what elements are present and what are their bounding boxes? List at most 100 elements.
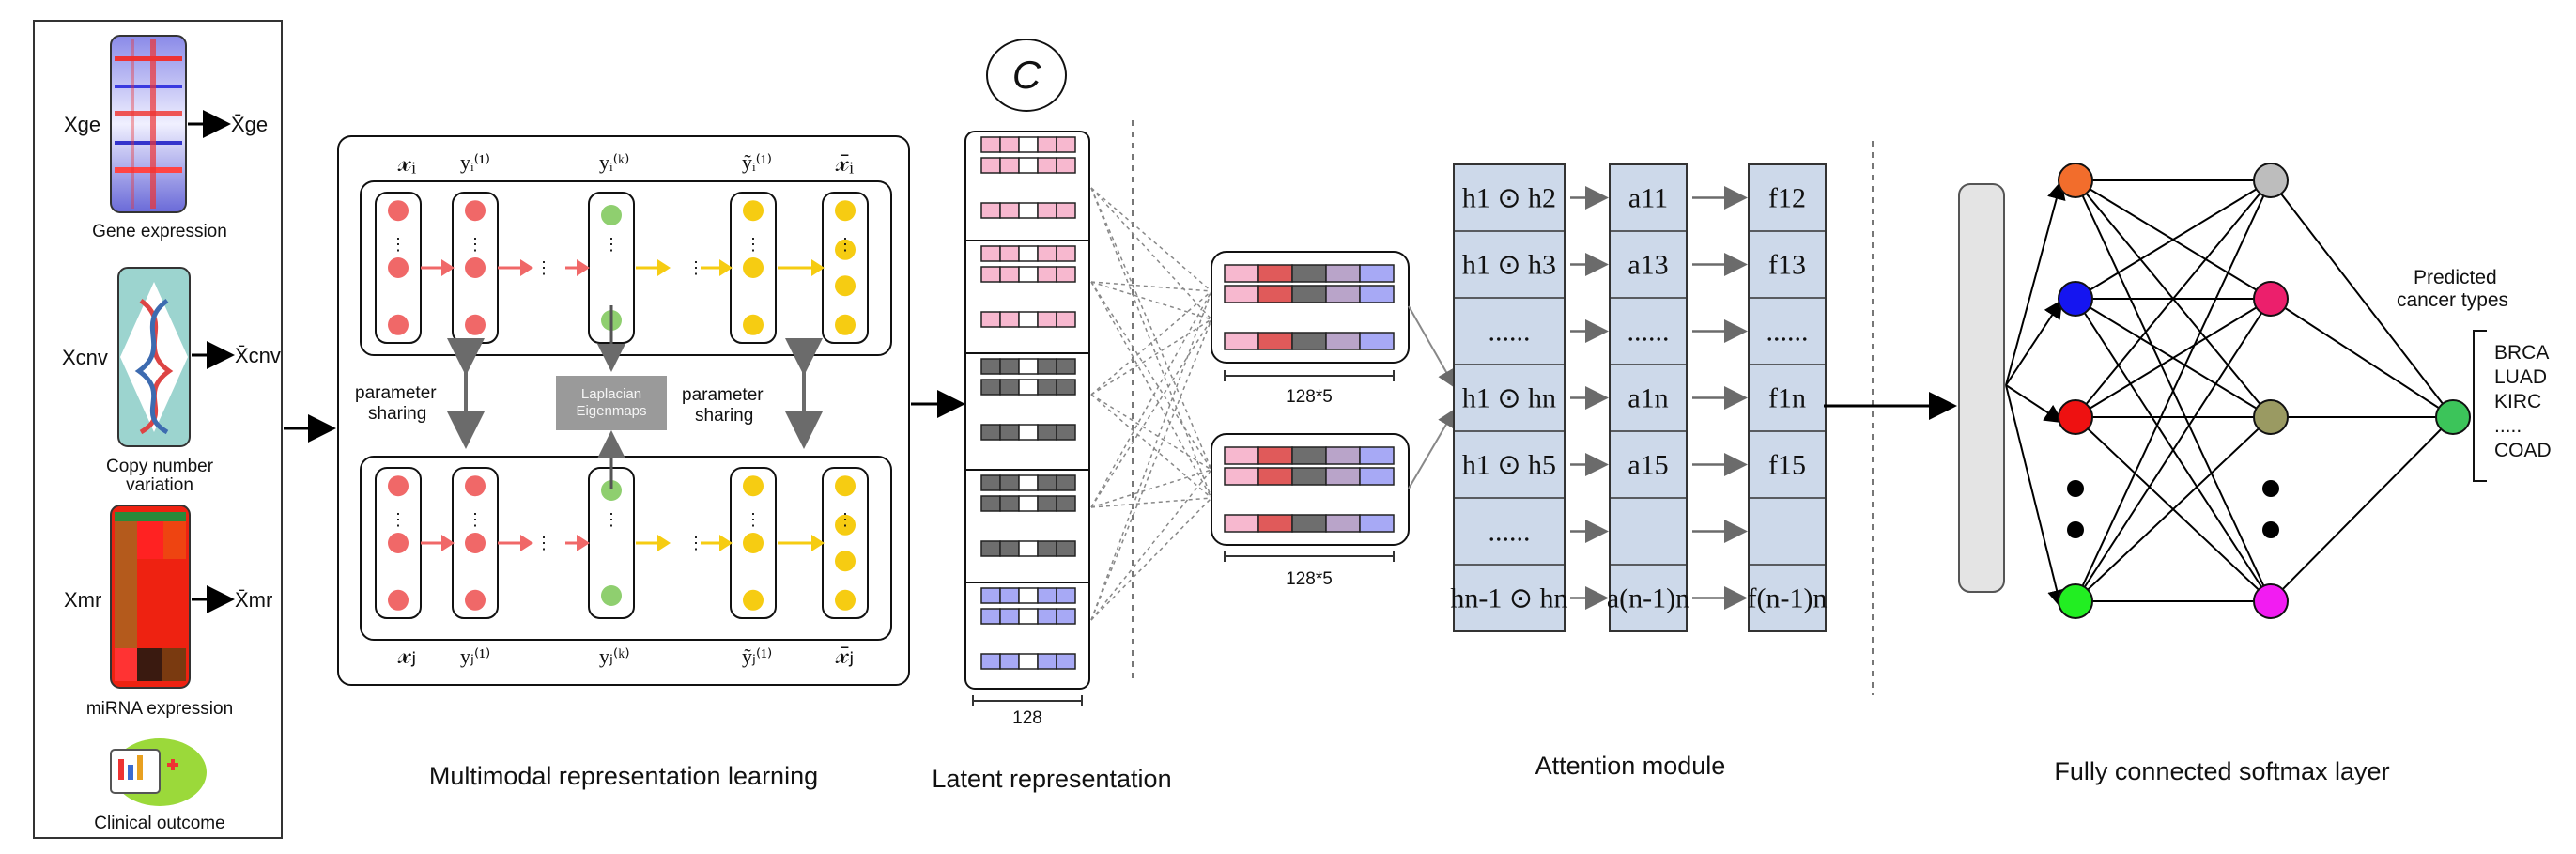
mrl-neuron — [465, 257, 486, 278]
mrl-top-label-5: 𝓍̄ᵢ — [835, 147, 854, 178]
mrl-neuron — [743, 314, 764, 335]
mrl-ellipsis-mark: ⋮ — [390, 510, 407, 529]
dotted-link — [1090, 394, 1212, 499]
mrl-top-network: ⋮⋮⋮⋮⋮⋮⋮ — [375, 192, 869, 344]
attention-column-1 — [1453, 163, 1566, 632]
stack-cell — [1291, 332, 1327, 350]
stack-cell — [1224, 514, 1259, 533]
mrl-arrow-head — [441, 259, 455, 276]
mrl-ellipsis-mark: ⋮ — [467, 235, 484, 254]
mrl-neuron — [835, 475, 856, 497]
latent-cell — [999, 495, 1020, 512]
laplacian-label-1: Laplacian — [581, 386, 641, 402]
latent-cell — [1037, 202, 1057, 219]
latent-cell — [1056, 245, 1076, 262]
dotted-link — [1090, 318, 1212, 508]
fc-layer1-neuron — [2058, 583, 2093, 619]
class-label: COAD — [2494, 440, 2552, 461]
latent-cell — [1056, 474, 1076, 491]
fc-edge — [2075, 179, 2272, 418]
latent-cell — [999, 608, 1020, 625]
latent-dim-label: 128 — [1012, 708, 1042, 728]
mrl-neuron — [835, 275, 856, 297]
mrl-arrow-head — [441, 535, 455, 551]
latent-cell — [980, 136, 1001, 153]
latent-cell — [980, 587, 1001, 604]
latent-cell — [980, 495, 1001, 512]
mrl-neuron — [743, 475, 764, 497]
mrl-neuron — [835, 200, 856, 222]
latent-cell — [1018, 474, 1039, 491]
attention-cell-text: a(n-1)n — [1607, 583, 1689, 614]
param-sharing-right-2: sharing — [695, 406, 753, 426]
latent-cell — [1018, 358, 1039, 375]
mrl-neuron — [835, 239, 856, 260]
stack-cell — [1291, 446, 1327, 465]
fc-input-edge — [2005, 384, 2064, 424]
latent-cell — [999, 358, 1020, 375]
xcnv-bar-label: X̄cnv — [235, 344, 281, 367]
latent-cell — [1056, 379, 1076, 396]
attention-cell-text: f12 — [1768, 183, 1806, 214]
attention-cell-text: a1n — [1627, 383, 1668, 414]
attention-cell-text: h1 ⊙ h5 — [1462, 450, 1556, 481]
dotted-link — [1090, 318, 1212, 621]
mirna-caption: miRNA expression — [86, 699, 233, 719]
latent-cell — [1056, 495, 1076, 512]
dotted-link — [1090, 290, 1212, 508]
xge-label: Xge — [64, 113, 100, 136]
latent-cell — [1056, 266, 1076, 283]
attention-cell-text: f13 — [1768, 250, 1806, 281]
fc-ellipsis-dot — [2262, 480, 2279, 497]
attention-cell-text: ...... — [1627, 317, 1670, 348]
latent-cell — [999, 245, 1020, 262]
mrl-neuron — [465, 533, 486, 553]
stack-cell — [1359, 514, 1395, 533]
attention-cell-text: a11 — [1628, 183, 1668, 214]
latent-cell — [999, 587, 1020, 604]
cnv-caption-2: variation — [126, 475, 193, 495]
stack-cell — [1325, 467, 1361, 486]
stack-2 — [1211, 433, 1410, 546]
mrl-neuron — [388, 589, 409, 611]
stack-cell — [1325, 446, 1361, 465]
latent-cell — [1018, 424, 1039, 441]
stack-cell — [1224, 446, 1259, 465]
latent-cell — [1037, 540, 1057, 557]
stack-cell — [1291, 467, 1327, 486]
fc-edge — [2075, 416, 2272, 602]
mrl-ellipsis-mark: ⋮ — [390, 235, 407, 254]
param-sharing-right-1: parameter — [682, 385, 764, 405]
stack-cell — [1325, 514, 1361, 533]
latent-cell — [1037, 653, 1057, 670]
dotted-link — [1090, 187, 1212, 320]
fc-layer1-neuron — [2058, 163, 2093, 198]
mrl-neuron — [388, 314, 409, 335]
fc-layer2-neuron — [2253, 583, 2289, 619]
mrl-neuron — [465, 475, 486, 497]
latent-cell — [1018, 587, 1039, 604]
latent-cell — [1037, 157, 1057, 174]
mrl-bottom-label-5: 𝓍̄ⱼ — [835, 639, 854, 670]
attention-cell-text: ...... — [1766, 317, 1809, 348]
latent-cell — [1037, 245, 1057, 262]
mrl-neuron — [835, 514, 856, 536]
attention-column-2 — [1609, 163, 1688, 632]
latent-cell — [1056, 157, 1076, 174]
latent-cell — [1037, 358, 1057, 375]
predicted-label-1: Predicted — [2414, 267, 2497, 288]
mrl-top-label-2: yᵢ⁽¹⁾ — [460, 150, 490, 174]
latent-cell — [980, 474, 1001, 491]
predicted-label-2: cancer types — [2397, 289, 2508, 311]
stack-cell — [1291, 514, 1327, 533]
mrl-neuron — [743, 589, 764, 611]
mrl-neuron — [835, 551, 856, 572]
mrl-neuron — [388, 533, 409, 553]
fc-layer1-neuron — [2058, 399, 2093, 435]
mrl-neuron — [465, 200, 486, 222]
fc-ellipsis-dot — [2262, 521, 2279, 538]
latent-cell — [999, 157, 1020, 174]
stack-cell — [1224, 332, 1259, 350]
latent-cell — [980, 245, 1001, 262]
